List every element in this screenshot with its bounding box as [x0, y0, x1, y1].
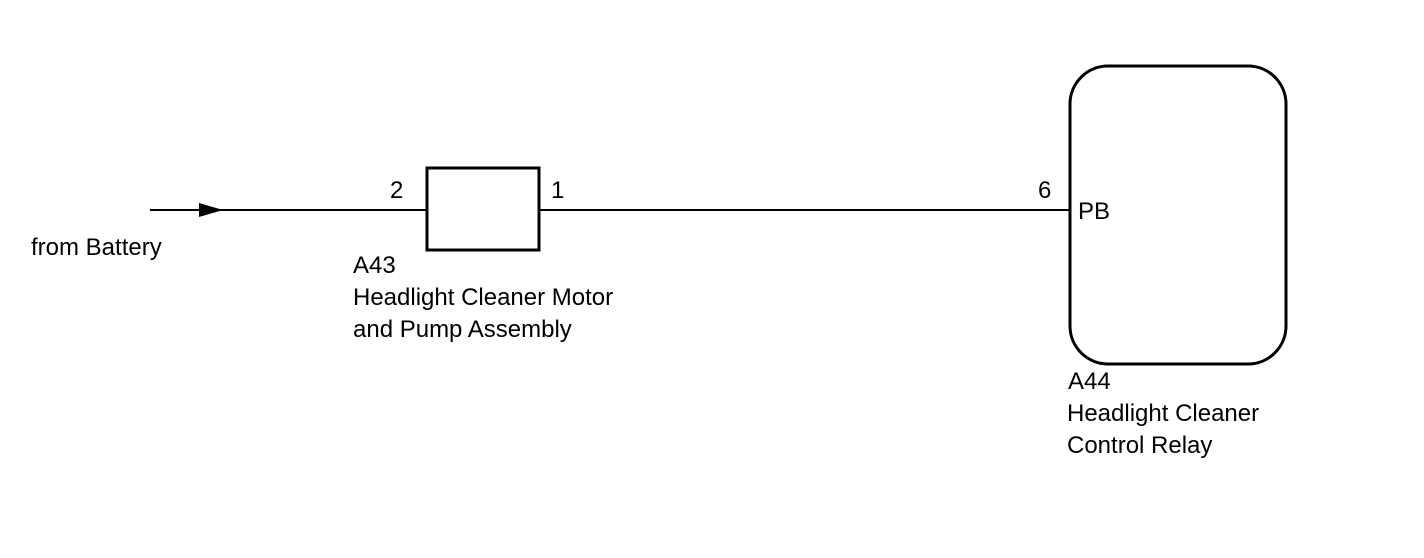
motor-pump-box [425, 166, 541, 252]
motor-name-line2: and Pump Assembly [353, 316, 572, 343]
relay-name-line1: Headlight Cleaner [1067, 400, 1260, 427]
relay-terminal-pb: PB [1078, 198, 1111, 225]
relay-pin-6: 6 [1038, 177, 1052, 204]
motor-code: A43 [353, 252, 396, 279]
relay-code: A44 [1068, 368, 1111, 395]
relay-name-line2: Control Relay [1067, 432, 1213, 459]
arrow-icon [199, 203, 223, 217]
relay-box [1068, 64, 1288, 366]
from-battery-label: from Battery [31, 234, 162, 261]
motor-pin-1: 1 [551, 177, 565, 204]
motor-name-line1: Headlight Cleaner Motor [353, 284, 614, 311]
motor-pin-2: 2 [390, 177, 404, 204]
